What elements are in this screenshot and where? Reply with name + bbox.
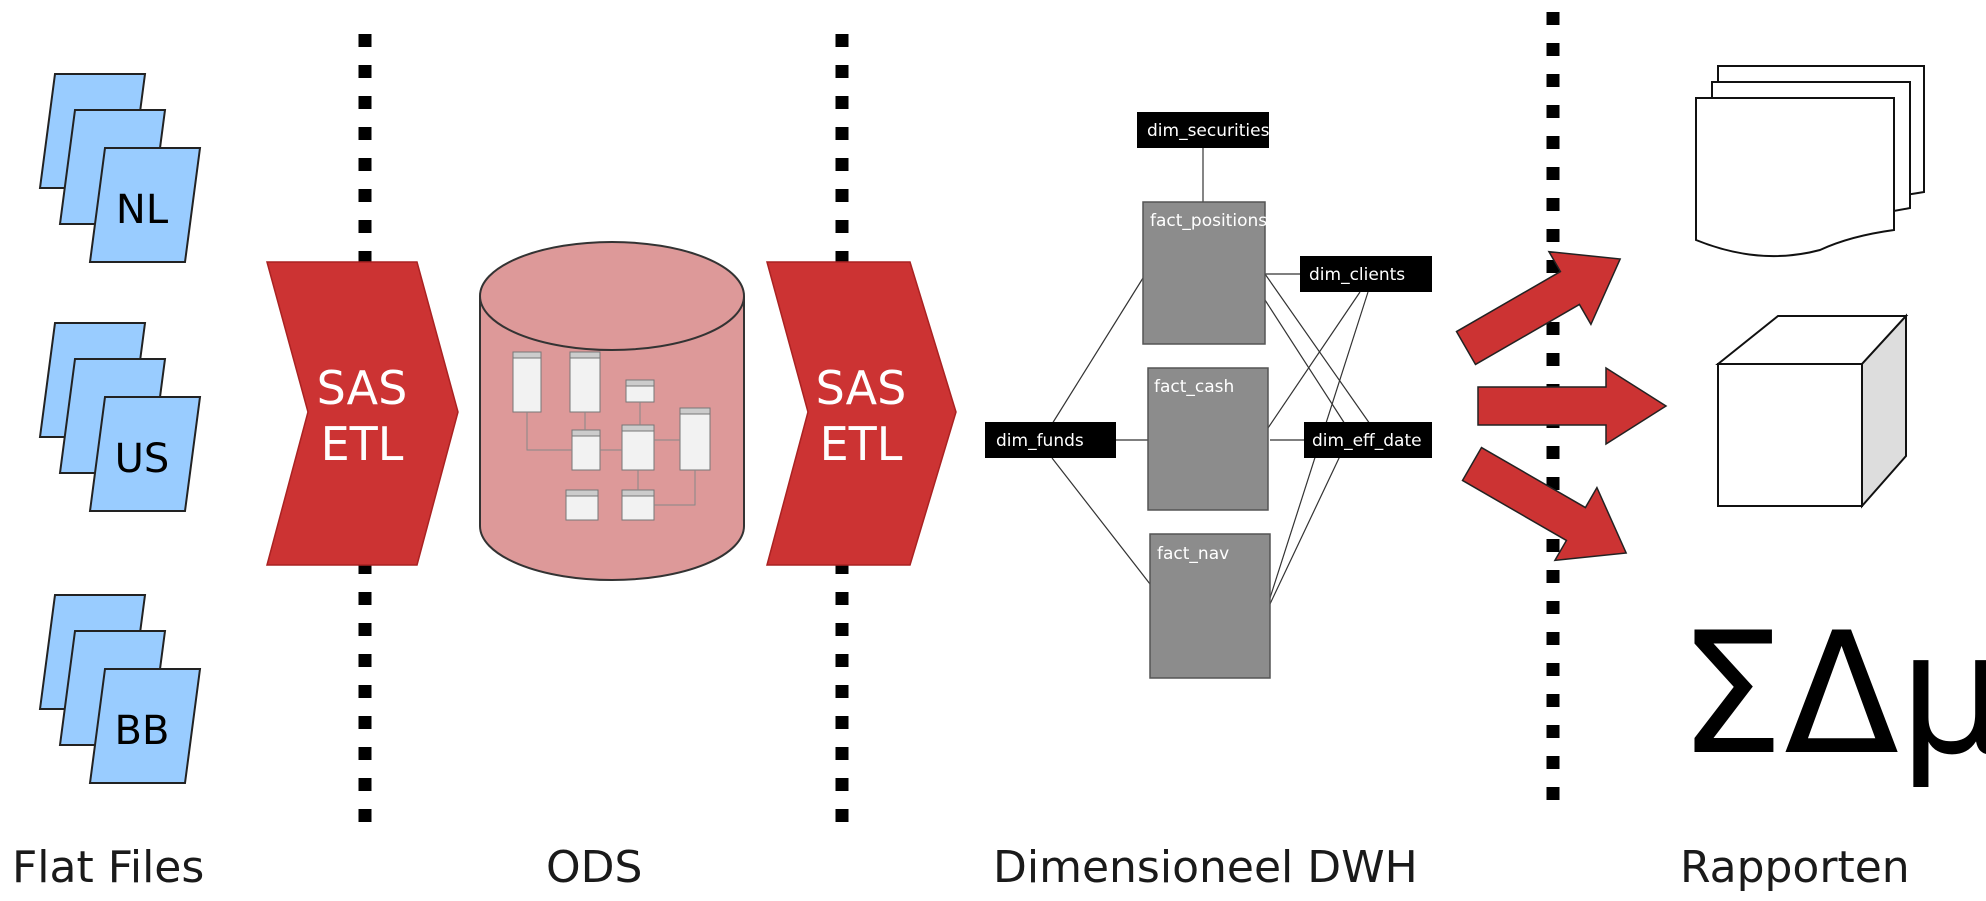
fact-table-label: fact_nav [1157, 544, 1229, 564]
arrow-to-cube-icon [1477, 366, 1668, 446]
dim-table-label: dim_eff_date [1312, 431, 1422, 451]
fact-tables: fact_positions fact_cash fact_nav [1142, 201, 1271, 679]
label-ods: ODS [546, 842, 643, 893]
dim-table-clients: dim_clients [1300, 256, 1432, 292]
label-flat-files: Flat Files [12, 842, 205, 893]
etl-label-line2: ETL [820, 417, 903, 471]
separator-lines [358, 12, 1560, 830]
dim-table-label: dim_securities [1147, 121, 1270, 141]
dwh-connectors [1051, 148, 1371, 605]
dimension-tables: dim_securities dim_clients dim_funds dim… [985, 112, 1432, 458]
dim-table-securities: dim_securities [1137, 112, 1270, 148]
fact-table-positions: fact_positions [1142, 201, 1267, 345]
file-stack-label: NL [116, 187, 169, 233]
ods-database-icon [479, 241, 745, 581]
cube-icon [1715, 313, 1909, 509]
fact-table-cash: fact_cash [1147, 367, 1269, 511]
file-stack-label: US [115, 436, 170, 482]
label-dimensioneel-dwh: Dimensioneel DWH [993, 842, 1418, 893]
file-page-front [88, 396, 202, 512]
dim-table-funds: dim_funds [985, 422, 1116, 458]
file-page-front [88, 668, 202, 784]
fact-table-label: fact_positions [1150, 211, 1267, 231]
file-stack-us: US [38, 322, 202, 512]
etl-chevron-1: SAS ETL [266, 261, 459, 566]
file-stack-label: BB [115, 708, 170, 754]
documents-icon [1695, 65, 1925, 258]
file-stack-nl: NL [38, 73, 202, 263]
arrow-to-documents-icon [1455, 250, 1622, 366]
etl-label-line1: SAS [816, 361, 907, 415]
stats-symbols-icon: ΣΔμ [1678, 596, 1986, 792]
dim-table-eff-date: dim_eff_date [1304, 422, 1432, 458]
fact-table-label: fact_cash [1154, 377, 1234, 397]
dim-table-label: dim_funds [996, 431, 1084, 451]
file-stack-bb: BB [38, 594, 202, 784]
output-arrows [1455, 250, 1668, 562]
flat-files-group: NL US BB [38, 73, 202, 784]
fact-table-nav: fact_nav [1149, 533, 1271, 679]
file-page-front [88, 147, 202, 263]
arrow-to-stats-icon [1461, 446, 1628, 562]
etl-label-line2: ETL [321, 417, 404, 471]
etl-label-line1: SAS [317, 361, 408, 415]
dim-table-label: dim_clients [1309, 265, 1405, 285]
etl-chevron-2: SAS ETL [766, 261, 957, 566]
schema-thumbnail [512, 351, 711, 521]
label-rapporten: Rapporten [1680, 842, 1910, 893]
